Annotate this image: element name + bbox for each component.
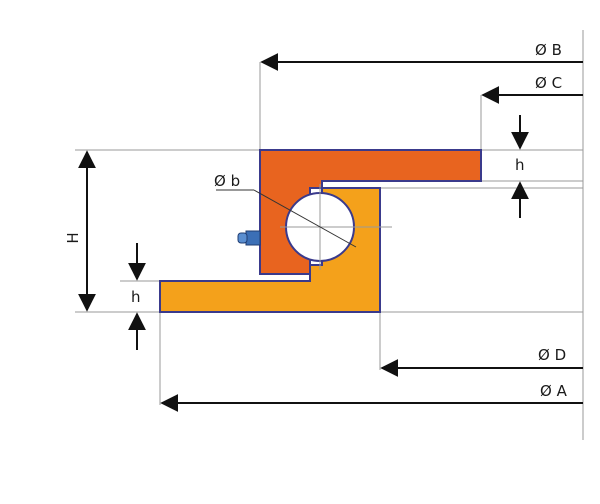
label-h-bottom: h [131,288,141,306]
label-height-H: H [64,232,82,243]
label-dia-B: Ø B [535,41,562,59]
outer-ring [259,149,482,275]
label-dia-C: Ø C [535,74,562,92]
label-dia-b: Ø b [214,172,240,190]
label-dia-D: Ø D [538,346,566,364]
label-h-top: h [515,156,525,174]
leader-b-diagonal [253,189,357,248]
grease-fitting-icon [237,230,261,246]
label-dia-A: Ø A [540,382,568,400]
